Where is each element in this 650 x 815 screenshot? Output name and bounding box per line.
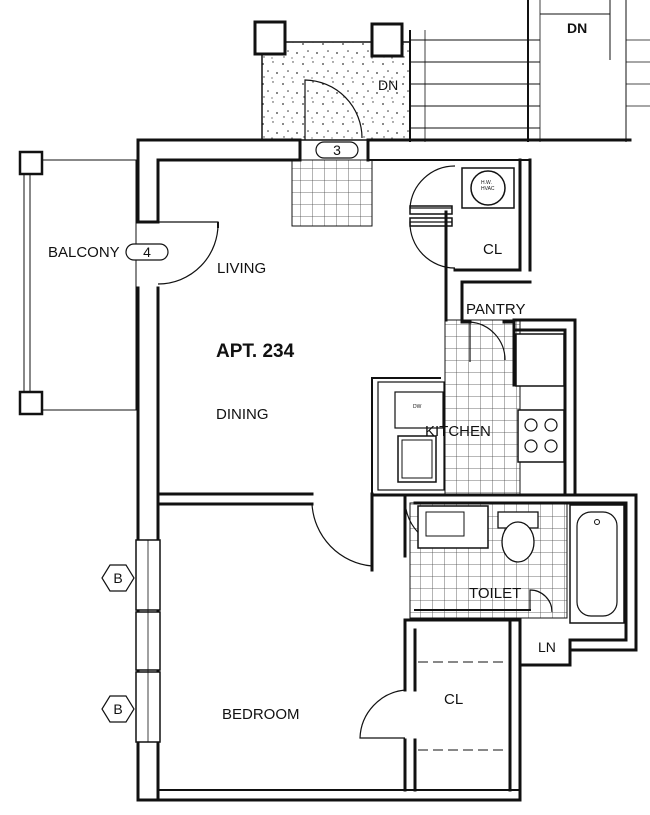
- living-label: LIVING: [217, 260, 266, 277]
- door-tag-3: 3: [315, 141, 359, 159]
- water-heater-label-1: H.W.: [481, 180, 492, 186]
- svg-text:3: 3: [333, 142, 341, 158]
- closet-top-label: CL: [483, 241, 502, 258]
- stair-landing: [253, 20, 411, 141]
- range: [517, 409, 565, 463]
- refrigerator: [515, 333, 565, 387]
- bedroom-closet-door-swing: [359, 689, 406, 739]
- toilet-label: TOILET: [469, 585, 521, 602]
- dishwasher-label: DW: [413, 404, 422, 410]
- bathroom-fixtures: [417, 504, 625, 624]
- balcony-label: BALCONY: [48, 244, 120, 261]
- pantry-door-swing: [469, 321, 506, 362]
- windows: [135, 539, 161, 743]
- column-right: [370, 22, 404, 58]
- window-tag-b-upper: B: [101, 564, 135, 592]
- door-tag-4: 4: [125, 243, 169, 261]
- dining-label: DINING: [216, 406, 269, 423]
- closet-door-swing: [409, 221, 456, 269]
- svg-text:B: B: [113, 701, 122, 717]
- stair-treads: [409, 0, 650, 142]
- linen-label: LN: [538, 639, 556, 655]
- unit-title: APT. 234: [216, 341, 295, 362]
- hvac-door-swing: [409, 165, 456, 209]
- balcony: [18, 150, 137, 416]
- kitchen-label: KITCHEN: [425, 423, 491, 440]
- closet-bedroom-label: CL: [444, 691, 463, 708]
- kitchen-fixtures: [377, 333, 565, 491]
- window-tag-b-lower: B: [101, 695, 135, 723]
- stair-down-label-left: DN: [378, 77, 398, 93]
- dishwasher: [394, 391, 444, 429]
- balcony-post-bottom: [18, 390, 44, 416]
- entry-tile: [291, 159, 373, 227]
- water-heater-label-2: HVAC: [481, 186, 495, 192]
- bedroom-door-swing: [311, 503, 373, 567]
- column-left: [253, 20, 287, 56]
- pantry-label: PANTRY: [466, 301, 525, 318]
- linen-door-swing: [529, 589, 553, 613]
- svg-text:B: B: [113, 570, 122, 586]
- stair-down-label-right: DN: [567, 20, 587, 36]
- water-heater-hvac: [461, 167, 515, 209]
- balcony-door-swing: [157, 221, 219, 285]
- bedroom-label: BEDROOM: [222, 706, 300, 723]
- closet-shelves: [418, 661, 508, 751]
- toilet-bowl: [501, 521, 535, 563]
- doors: [157, 165, 553, 739]
- svg-text:4: 4: [143, 244, 151, 260]
- balcony-post-top: [18, 150, 44, 176]
